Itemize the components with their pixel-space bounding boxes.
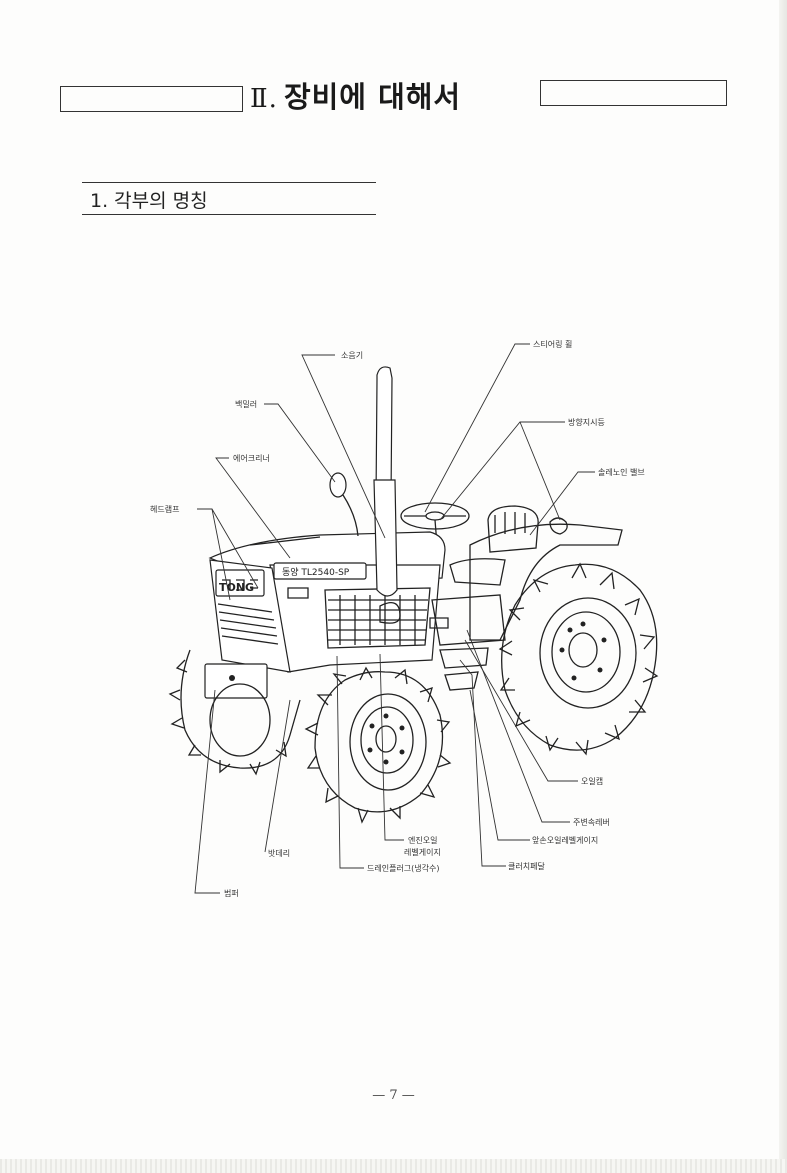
label-clutch-pedal: 클러치페달 [508,861,545,871]
exhaust-stack [373,366,398,597]
scan-bottom-edge [0,1159,787,1173]
leader-drain-plug [336,655,364,869]
leader-oil-cap [464,639,578,782]
label-oil-cap: 오일캡 [581,776,603,786]
label-engine-oil-gauge-line1: 엔진오일 [408,835,437,845]
fender-and-seat [449,505,623,641]
label-back-mirror: 백밀러 [235,399,257,409]
front-bumper [204,663,268,699]
section-title: 1. 각부의 명칭 [90,190,208,212]
leader-clutch-pedal [459,659,506,867]
leader-solenoid-valve [529,471,595,536]
leader-headlamp [197,508,259,601]
chapter-title: Ⅱ.장비에 대해서 [250,74,461,116]
header-right-box [540,80,727,106]
front-grille [209,559,291,673]
scan-edge-shadow [779,0,787,1173]
leader-engine-oil-gauge [379,653,404,841]
label-muffler: 소음기 [341,351,363,360]
header-left-box [60,86,243,112]
front-left-wheel [168,649,301,776]
leader-bumper [194,689,220,894]
label-solenoid-valve: 솔레노인 밸브 [598,467,645,477]
label-air-cleaner: 에어크리너 [233,453,270,463]
leader-lines [194,343,595,894]
page-number: — 7 — [372,1088,415,1103]
section-rule-bottom [82,214,376,215]
leader-turn-signal [439,421,565,521]
grille-logo-text: TONG [219,581,254,594]
front-right-wheel [304,666,452,824]
label-main-shift-lever: 주변속레버 [573,817,610,827]
label-turn-signal: 방향지시등 [568,417,605,427]
tractor-illustration: 동양 TL2540-SP TONG [168,366,659,824]
leader-back-mirror [264,403,336,483]
label-bumper: 범퍼 [224,888,239,898]
leader-axle-oil-gauge [469,689,530,841]
mirror-drawing [329,472,359,537]
label-steering-wheel: 스티어링 휠 [533,339,572,349]
leader-air-cleaner [215,457,291,559]
leader-battery [264,699,291,853]
leader-muffler [301,354,386,539]
label-axle-oil-gauge: 앞손오일레벨게이지 [532,835,598,845]
chassis-frame [429,594,506,691]
label-headlamp: 헤드램프 [150,504,179,514]
leader-main-shift-lever [466,629,570,823]
section-rule-top [82,182,376,183]
chapter-title-text: 장비에 대해서 [283,80,462,114]
label-engine-oil-gauge-line2: 레벨게이지 [404,847,441,857]
label-drain-plug: 드레인플러그(냉각수) [367,863,439,873]
leader-steering-wheel [424,343,530,513]
chapter-roman-numeral: Ⅱ. [250,84,278,114]
model-plate-text: 동양 TL2540-SP [282,567,350,578]
rear-wheel [498,562,659,756]
label-battery: 밧데리 [268,849,290,858]
part-labels: 소음기 스티어링 휠 백밀러 방향지시등 에어크리너 솔레노인 밸브 헤드램프 … [150,339,645,898]
